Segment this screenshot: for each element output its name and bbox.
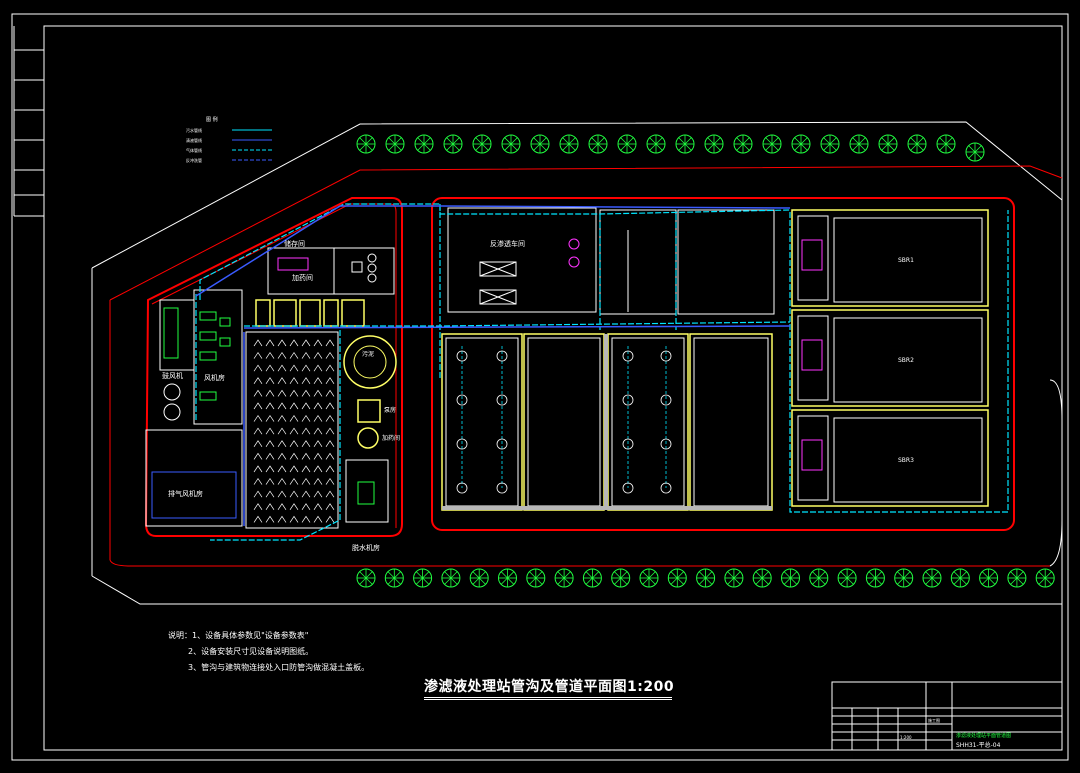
ro-units — [479, 261, 517, 305]
chimney-room — [145, 429, 243, 527]
diffuser-icon — [456, 394, 468, 406]
label-storage: 储存间 — [284, 239, 305, 248]
title-underline — [424, 697, 672, 698]
label-sbr1: SBR1 — [898, 257, 914, 264]
note-line-3: 3、管沟与建筑物连接处入口防管沟做混凝土盖板。 — [188, 663, 370, 672]
diffuser-icon — [496, 394, 508, 406]
storage-equipment — [277, 257, 309, 271]
title-block-scale: 1:200 — [900, 735, 912, 740]
road-outer — [109, 165, 1063, 301]
legend-title: 图 例 — [206, 116, 218, 123]
blower-unit — [163, 307, 179, 359]
diffuser-icon — [496, 438, 508, 450]
storage-room — [267, 247, 335, 295]
blower-tank-1 — [163, 383, 181, 401]
fan-room-equipment — [199, 311, 231, 401]
ro-pumps — [568, 238, 580, 268]
label-sludge: 污泥 — [362, 350, 374, 358]
pipelines-cyan — [195, 203, 1009, 541]
drawing-notes: 说明：1、设备具体参数见"设备参数表" 2、设备安装尺寸见设备说明图纸。 3、管… — [168, 628, 369, 676]
legend-item-3: 气体管线 — [186, 147, 202, 153]
outer-frame — [11, 13, 1069, 761]
sbr-inner — [797, 215, 983, 503]
fan-room — [193, 289, 243, 425]
diffuser-icon — [622, 482, 634, 494]
legend-item-1: 污水管线 — [186, 127, 202, 133]
title-block-drawing-number: SHH31-平总-04 — [956, 741, 1001, 749]
diffuser-icon — [660, 438, 672, 450]
label-pharmacy: 加药间 — [292, 273, 313, 282]
circular-tank — [343, 335, 397, 389]
dosing-equipment — [351, 253, 377, 283]
binding-strip-marks — [14, 49, 44, 196]
label-sbr2: SBR2 — [898, 357, 914, 364]
blower-room — [159, 299, 195, 371]
drawing-title: 渗滤液处理站管沟及管道平面图1:200 — [424, 679, 675, 695]
exhaust-fan-room — [151, 471, 237, 519]
diffuser-icon — [660, 394, 672, 406]
sbr-tanks — [791, 209, 989, 507]
legend-item-4: 反冲洗管 — [186, 157, 202, 163]
blower-tank-2 — [163, 403, 181, 421]
dewater-machine — [357, 481, 375, 505]
label-pump: 泵房 — [384, 406, 396, 414]
label-dosing: 加药间 — [382, 434, 400, 442]
label-blower: 鼓风机 — [162, 371, 183, 380]
label-fan-room: 风机房 — [204, 373, 225, 382]
road-outer-bottom — [109, 559, 1050, 567]
site-boundary — [91, 121, 1063, 269]
aeration-basin — [245, 331, 339, 529]
tank-bottom-grey — [442, 506, 772, 510]
yellow-tanks-row — [255, 299, 365, 327]
diffuser-icon — [456, 438, 468, 450]
right-building-wall — [431, 197, 1015, 531]
legend-item-2: 清液管线 — [186, 137, 202, 143]
sludge-box — [357, 399, 381, 423]
label-reverse-osmosis: 反渗透车间 — [490, 239, 525, 248]
tank-divider-grey — [604, 334, 608, 510]
site-boundary-bottom — [91, 575, 1062, 605]
label-dewater: 脱水机房 — [352, 543, 380, 552]
title-block-project: 渗滤液处理站平面管道图 — [956, 732, 1011, 739]
diffusers — [456, 346, 672, 494]
diffuser-icon — [660, 482, 672, 494]
aeration-pattern — [253, 339, 335, 523]
dosing-room — [333, 247, 395, 295]
diffuser-icon — [622, 394, 634, 406]
tree-row-bottom — [356, 568, 1055, 588]
note-line-2: 2、设备安装尺寸见设备说明图纸。 — [188, 647, 314, 656]
control-room-b — [677, 209, 775, 315]
tree-row-top — [356, 134, 985, 162]
label-sbr3: SBR3 — [898, 457, 914, 464]
left-building-wall-inner — [151, 203, 397, 528]
diffuser-icon — [496, 482, 508, 494]
note-line-1: 说明：1、设备具体参数见"设备参数表" — [168, 631, 309, 640]
diffuser-icon — [622, 438, 634, 450]
diffuser-icon — [622, 350, 634, 362]
label-exhaust-fan-room: 排气风机房 — [168, 489, 203, 498]
left-building-wall — [144, 197, 403, 537]
road-right-curve — [1049, 379, 1063, 567]
title-block — [831, 681, 1063, 751]
title-underline-2 — [424, 699, 672, 700]
sbr-equipment — [801, 239, 823, 471]
dewater-room — [345, 459, 389, 523]
pipelines-blue — [195, 205, 791, 526]
diffuser-icon — [660, 350, 672, 362]
title-block-stage: 施工图 — [928, 717, 940, 723]
diffuser-icon — [456, 350, 468, 362]
circular-tank-inner — [353, 345, 387, 379]
control-room-a — [599, 209, 677, 315]
diffuser-icon — [456, 482, 468, 494]
diffuser-icon — [496, 350, 508, 362]
small-tank — [357, 427, 379, 449]
reverse-osmosis-room — [447, 207, 597, 313]
legend — [232, 129, 272, 161]
